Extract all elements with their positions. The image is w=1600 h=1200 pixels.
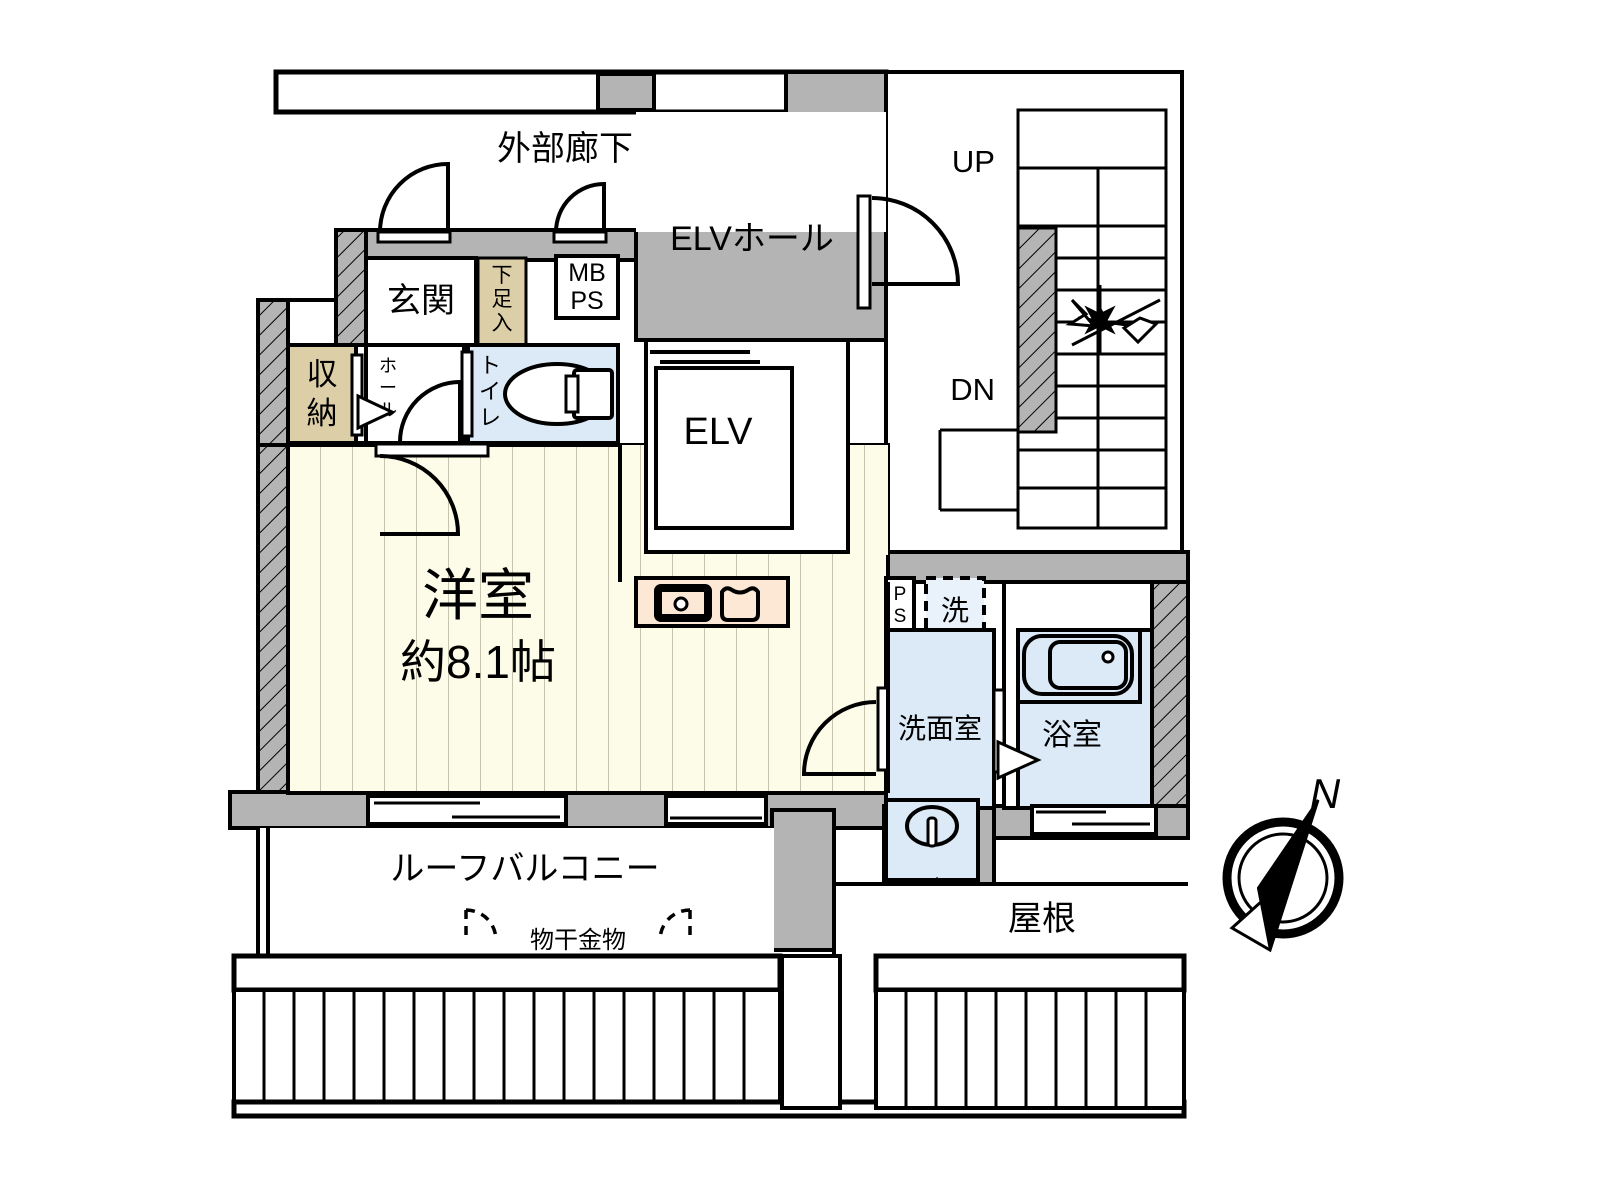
elv-hall-label: ELVホール	[670, 220, 834, 258]
laundry-hanger-icon-left	[465, 908, 498, 941]
laundry-hanger-label: 物干金物	[530, 927, 626, 954]
mb-label: MB	[568, 259, 606, 287]
stair-down-label: DN	[950, 372, 995, 407]
sink-icon	[720, 586, 760, 622]
roof-balcony-label: ルーフバルコニー	[390, 850, 659, 888]
hall-door-arc	[398, 379, 462, 443]
shoe-box-label-3: 入	[492, 312, 513, 335]
bathroom-label: 浴室	[1042, 719, 1102, 752]
mbps-door	[552, 181, 608, 244]
bathroom-slide-arrow	[996, 739, 1042, 781]
kitchen-counter	[634, 576, 790, 628]
room-label-size: 約8.1帖	[400, 636, 556, 688]
bathroom: 浴室	[992, 580, 1154, 810]
room-entry-door	[374, 442, 490, 536]
stair-tower: UP DN	[884, 70, 1184, 554]
roof-area: 屋根	[832, 882, 1188, 1090]
toilet-room: ト イ レ	[460, 343, 620, 445]
entrance-door	[376, 161, 452, 244]
elv-hall-door-arc	[871, 196, 961, 286]
toilet-label-1: ト	[479, 353, 501, 378]
closet-slide-arrow	[356, 393, 396, 431]
faucet-icon	[926, 816, 938, 848]
stair-up-label: UP	[952, 144, 995, 179]
detail-strokes	[286, 298, 890, 793]
outer-corridor-label: 外部廊下	[497, 130, 633, 168]
ps-label-2: S	[894, 606, 907, 627]
toilet-label-3: レ	[479, 405, 501, 430]
elv-label: ELV	[683, 411, 753, 453]
closet: 収 納	[286, 343, 364, 445]
shoe-box-label-2: 足	[492, 288, 513, 311]
closet-label-1: 収	[307, 357, 338, 392]
hall-label-2: ー	[379, 378, 397, 398]
compass-north-label: N	[1310, 770, 1341, 817]
entrance-label: 玄関	[387, 282, 455, 320]
shoe-box: 下 足 入	[476, 256, 528, 348]
washroom-door-arc	[801, 700, 877, 776]
toilet-seat-icon	[564, 374, 580, 414]
toilet-tank-icon	[572, 368, 614, 420]
closet-label-2: 納	[307, 396, 338, 431]
washer-label: 洗	[941, 595, 969, 626]
compass: N	[1222, 770, 1344, 953]
roof-label: 屋根	[1008, 900, 1076, 938]
elv-hall: ELVホール	[636, 112, 961, 310]
toilet-label-2: イ	[479, 379, 501, 404]
ps-label-1: P	[894, 584, 907, 605]
bathroom-window	[1030, 804, 1158, 836]
ps-label: PS	[570, 287, 603, 315]
entrance-room: 玄関	[364, 256, 478, 348]
hall-label-1: ホ	[379, 356, 397, 376]
laundry-hanger-icon-right	[658, 908, 691, 941]
mb-ps-box: MB PS	[554, 254, 620, 320]
balcony-railing-right	[873, 953, 1187, 1110]
washroom: 洗面室	[801, 628, 996, 908]
pipe-shaft: P S	[884, 576, 916, 632]
bath-drain-icon	[1101, 650, 1115, 664]
washroom-label: 洗面室	[898, 713, 982, 744]
washer-space: 洗	[924, 576, 986, 632]
room-label-main: 洋室	[422, 564, 534, 627]
roof-balcony: ルーフバルコニー 物干金物	[256, 828, 774, 956]
room-window-sliding	[366, 794, 568, 826]
railing-post	[780, 954, 842, 1110]
shoe-box-label-1: 下	[492, 264, 513, 287]
elevator: ELV	[644, 338, 850, 554]
hall: ホ ー ル	[356, 343, 466, 445]
